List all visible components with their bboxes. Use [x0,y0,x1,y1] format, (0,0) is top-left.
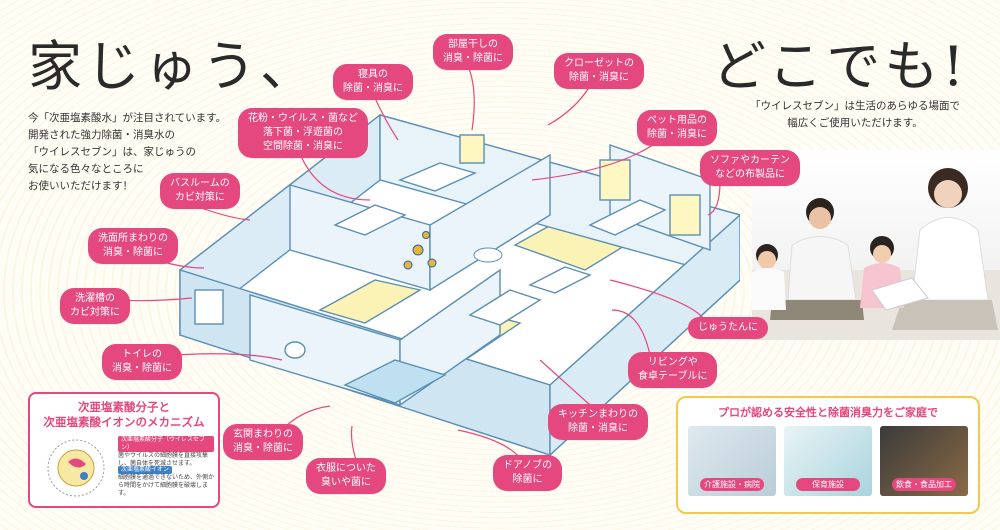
molecule-text: 菌やウイルスの細胞膜を直接攻撃し、菌自体を死滅させます。 [118,452,209,467]
intro-line: 今「次亜塩素酸水」が注目されています。 [28,112,227,124]
intro-line: 開発された強力除菌・消臭水の [28,129,175,141]
intro-line: お使いいただけます！ [28,180,133,192]
label-line: 落下菌・浮遊菌の [263,127,343,138]
label-bathroom: バスルームの カビ対策に [160,173,240,209]
molecule-tag: 次亜塩素酸分子（ウイレスセブン） [118,436,214,452]
label-line: リビングや [647,357,698,368]
pro-title: プロが認める安全性と除菌消臭力をご家庭で [718,406,938,419]
label-line: 衣服についた [316,463,376,474]
ion-text: 細胞膜を通過できないため、外側から時間をかけて細胞膜を破壊します。 [118,474,215,497]
molecule-row: 次亜塩素酸分子（ウイレスセブン） 菌やウイルスの細胞膜を直接攻撃し、菌自体を死滅… [118,436,214,468]
mechanism-title-line: 次亜塩素酸イオンのメカニズム [43,415,205,429]
label-line: 消臭・除菌に [443,53,503,64]
label-line: 除菌・消臭に [569,72,629,83]
label-line: ペット用品の [647,115,707,126]
label-line: 花粉・ウイルス・菌など [248,113,358,124]
pro-photo-care: 介護施設・病院 [688,426,776,496]
label-entrance: 玄関まわりの 消臭・除菌に [223,424,303,460]
label-line: 消臭・除菌に [112,363,172,374]
label-line: 除菌・消臭に [343,83,403,94]
label-line: トイレの [122,349,162,360]
label-line: 空間除菌・消臭に [263,141,343,152]
label-sofa-curtain: ソファやカーテン などの布製品に [700,150,800,186]
usage-description: 「ウイレスセブン」は生活のあらゆる場面で 幅広くご使用いただけます。 [735,98,975,132]
label-toilet: トイレの 消臭・除菌に [102,344,182,380]
label-line: 玄関まわりの [233,429,293,440]
label-line: 消臭・除菌に [103,247,163,258]
label-line: ドアノブの [503,460,553,471]
intro-line: 「ウイレスセブン」は、家じゅうの [28,146,196,158]
label-airborne: 花粉・ウイルス・菌など 落下菌・浮遊菌の 空間除菌・消臭に [238,108,368,158]
family-illustration [752,168,1000,340]
pro-photos: 介護施設・病院 保育施設 飲食・食品加工 [688,426,968,496]
pro-caption: 保育施設 [796,478,860,491]
label-line: 洗濯槽の [75,293,115,304]
mechanism-title: 次亜塩素酸分子と 次亜塩素酸イオンのメカニズム [38,400,210,430]
label-line: カビ対策に [70,307,120,318]
house-floorplan [178,113,740,457]
label-line: 除菌・消臭に [568,423,628,434]
label-line: 食卓テーブルに [638,371,708,382]
pro-caption: 介護施設・病院 [700,478,764,491]
intro-line: 気になる色々なところに [28,163,144,175]
label-carpet: じゅうたんに [688,317,768,339]
label-line: 消臭・除菌に [233,443,293,454]
label-line: バスルームの [170,178,230,189]
ion-tag: 次亜塩素酸イオン [118,466,173,474]
label-room-drying: 部屋干しの 消臭・除菌に [433,34,513,70]
ion-row: 次亜塩素酸イオン 細胞膜を通過できないため、外側から時間をかけて細胞膜を破壊しま… [118,466,214,498]
usage-line: 幅広くご使用いただけます。 [787,117,923,129]
label-clothes: 衣服についた 臭いや菌に [306,458,386,494]
headline-left: 家じゅう、 [28,35,318,98]
label-line: じゅうたんに [698,322,758,333]
label-door-knob: ドアノブの 除菌に [493,455,563,491]
family-photo [752,150,1000,340]
label-line: 除菌に [512,474,543,485]
label-line: キッチンまわりの [558,409,638,420]
label-washroom: 洗面所まわりの 消臭・除菌に [88,228,178,264]
intro-text: 今「次亜塩素酸水」が注目されています。 開発された強力除菌・消臭水の 「ウイレス… [28,110,238,195]
label-washing-machine: 洗濯槽の カビ対策に [60,288,130,324]
pro-panel: プロが認める安全性と除菌消臭力をご家庭で 介護施設・病院 保育施設 飲食・食品加… [676,396,980,514]
label-line: 洗面所まわりの [98,233,168,244]
pro-photo-food: 飲食・食品加工 [880,426,968,496]
label-line: 部屋干しの [448,39,498,50]
mechanism-panel: 次亜塩素酸分子と 次亜塩素酸イオンのメカニズム 次亜塩素酸分子（ウイレスセブン）… [28,392,220,508]
label-line: クローゼットの [564,58,634,69]
germ-diagram-icon [47,439,105,497]
label-line: 除菌・消臭に [647,129,707,140]
label-pet-goods: ペット用品の 除菌・消臭に [637,110,717,146]
label-line: などの布製品に [715,169,785,180]
label-kitchen: キッチンまわりの 除菌・消臭に [548,404,648,440]
headline-right: どこでも! [712,35,969,98]
label-line: ソファやカーテン [710,155,790,166]
pro-photo-nursery: 保育施設 [784,426,872,496]
label-closet: クローゼットの 除菌・消臭に [554,53,644,89]
label-line: 寝具の [358,69,388,80]
usage-line: 「ウイレスセブン」は生活のあらゆる場面で [750,100,960,112]
label-living-table: リビングや 食卓テーブルに [628,352,718,388]
label-line: カビ対策に [174,192,225,203]
label-bedding: 寝具の 除菌・消臭に [333,64,413,100]
mechanism-title-line: 次亜塩素酸分子と [78,400,170,414]
pro-caption: 飲食・食品加工 [892,478,956,491]
label-line: 臭いや菌に [321,477,371,488]
